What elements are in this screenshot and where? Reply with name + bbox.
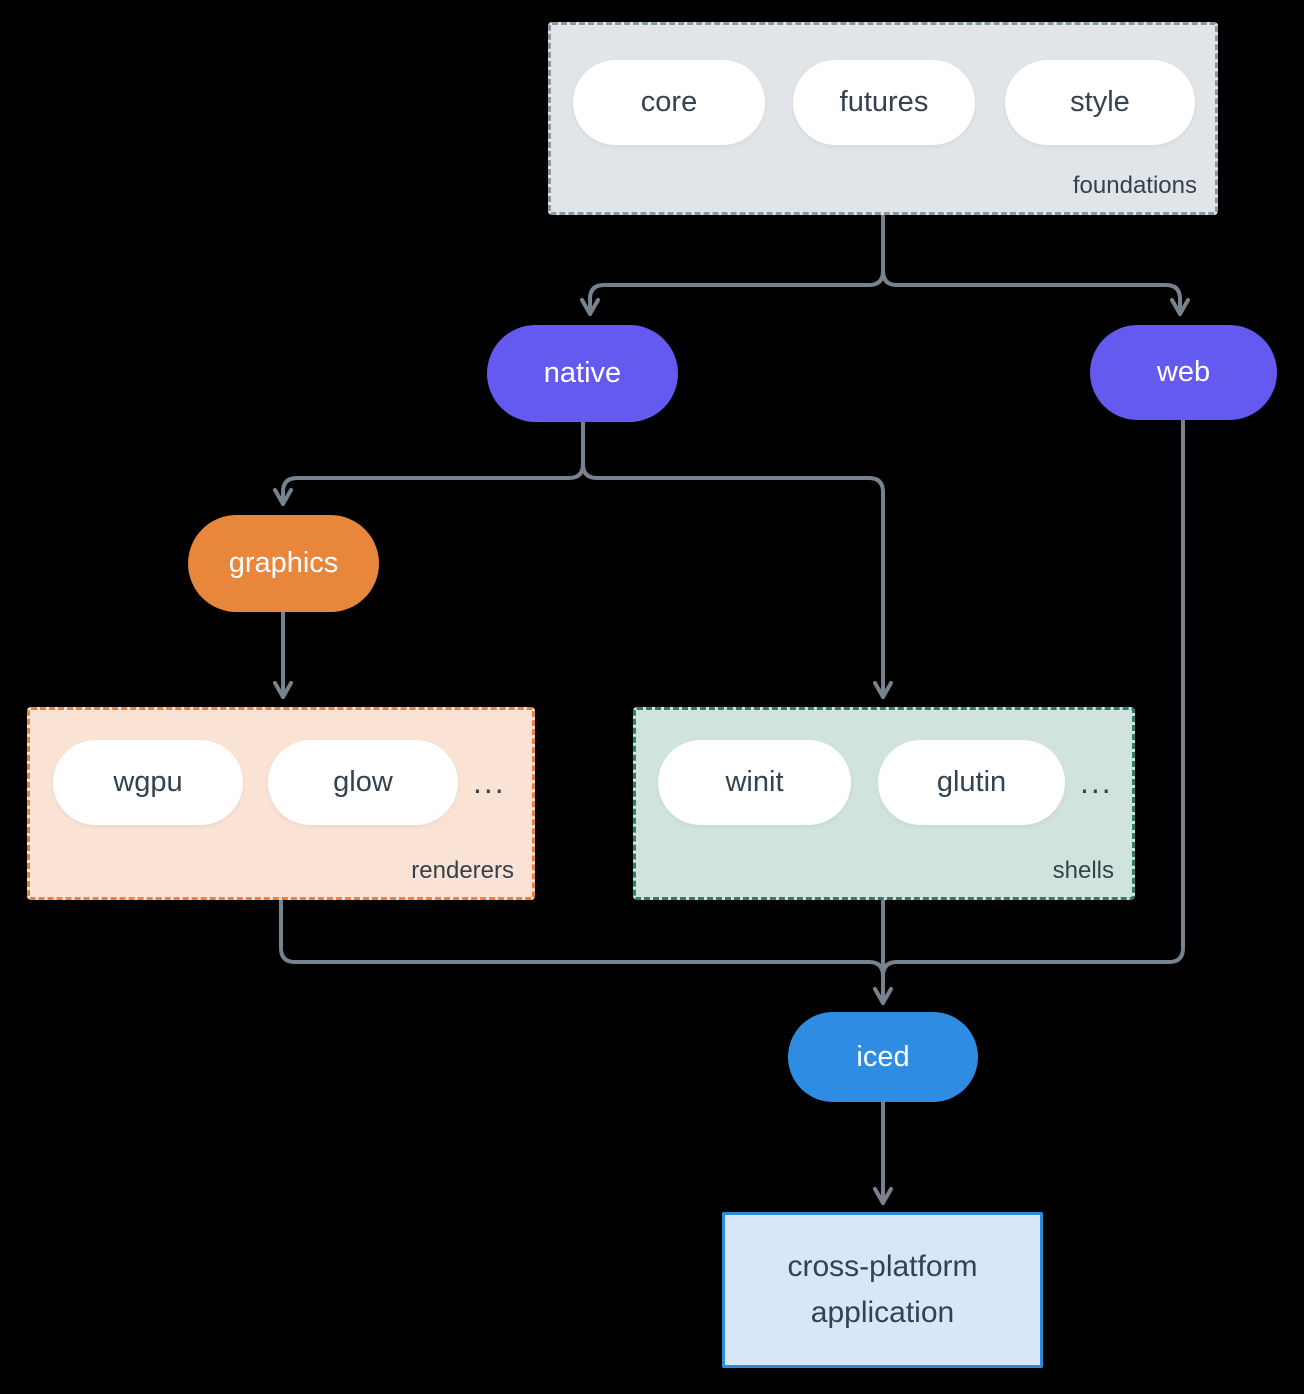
group-foundations: core futures style foundations [548, 22, 1218, 215]
node-application: cross-platform application [722, 1212, 1043, 1368]
edge-native-shells [581, 420, 893, 699]
node-glow-label: glow [333, 766, 393, 798]
node-iced-label: iced [856, 1040, 910, 1073]
node-futures: futures [793, 60, 975, 145]
edge-native-graphics [273, 420, 585, 506]
shells-ellipsis: ... [1080, 764, 1113, 800]
group-label-shells: shells [1052, 857, 1114, 884]
node-core-label: core [640, 86, 698, 118]
edge-foundations-native [580, 213, 885, 316]
edge-renderers-iced [279, 898, 885, 988]
group-renderers: wgpu glow ... renderers [27, 707, 535, 900]
node-graphics: graphics [188, 515, 379, 612]
node-wgpu: wgpu [53, 740, 243, 825]
node-native-label: native [543, 357, 622, 389]
node-futures-label: futures [839, 86, 929, 118]
node-web: web [1090, 325, 1277, 420]
node-style: style [1005, 60, 1195, 145]
node-glutin-label: glutin [936, 766, 1007, 798]
node-native: native [487, 325, 678, 422]
edge-foundations-web [881, 213, 1190, 316]
node-glutin: glutin [878, 740, 1065, 825]
node-iced: iced [788, 1012, 978, 1102]
node-graphics-label: graphics [228, 547, 339, 579]
node-wgpu-label: wgpu [113, 766, 183, 798]
node-core: core [573, 60, 765, 145]
node-style-label: style [1070, 86, 1130, 118]
node-winit: winit [658, 740, 851, 825]
group-label-renderers: renderers [411, 857, 514, 884]
node-web-label: web [1156, 356, 1211, 388]
group-label-foundations: foundations [1072, 172, 1197, 199]
node-glow: glow [268, 740, 458, 825]
group-shells: winit glutin ... shells [633, 707, 1135, 900]
renderers-ellipsis: ... [473, 764, 506, 800]
edge-web-iced [881, 418, 1185, 988]
node-application-label: cross-platform application [787, 1249, 978, 1330]
node-winit-label: winit [725, 766, 784, 798]
